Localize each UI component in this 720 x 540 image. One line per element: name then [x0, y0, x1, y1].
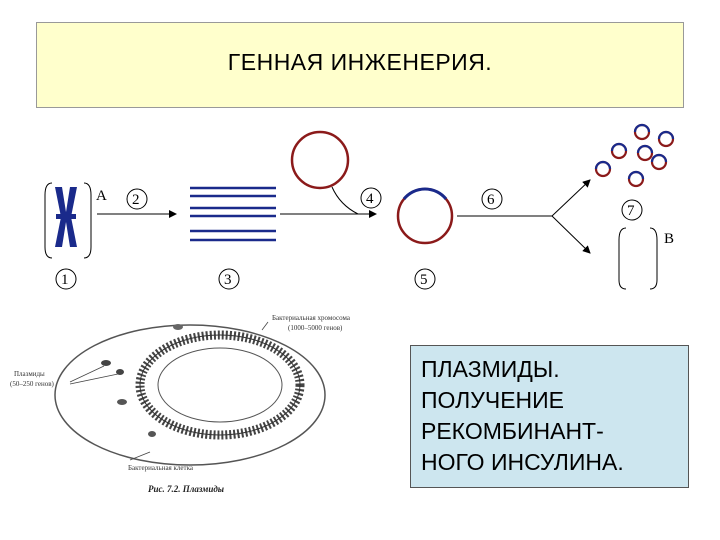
arrow-down — [551, 215, 591, 254]
plasmid-arrow — [331, 186, 359, 215]
step-2-number: 2 — [132, 192, 140, 208]
chromosome-label: Бактериальная хромосома — [272, 314, 351, 322]
step-7-number: 7 — [627, 203, 635, 219]
step-7-marker — [621, 199, 643, 221]
title-banner: ГЕННАЯ ИНЖЕНЕРИЯ. — [36, 22, 684, 108]
chromosome-genes-label: (1000–5000 генов) — [288, 324, 343, 332]
bacterial-cell-bracket — [618, 227, 658, 290]
box-line-4: НОГО ИНСУЛИНА. — [421, 449, 624, 475]
recombinant-plasmid — [396, 187, 454, 245]
step-1-marker — [55, 268, 77, 290]
plasmids-figure — [54, 321, 326, 466]
step-6-number: 6 — [487, 192, 495, 208]
page-title: ГЕННАЯ ИНЖЕНЕРИЯ. — [227, 48, 493, 75]
info-text-box: ПЛАЗМИДЫ. ПОЛУЧЕНИЕ РЕКОМБИНАНТ- НОГО ИН… — [410, 345, 689, 488]
box-line-1: ПЛАЗМИДЫ. — [421, 356, 560, 382]
box-line-2: ПОЛУЧЕНИЕ — [421, 387, 565, 413]
step-5-marker — [414, 268, 436, 290]
cell-label: Бактериальная клетка — [128, 464, 194, 472]
chromosome-cell — [44, 182, 92, 259]
step-3-marker — [218, 268, 240, 290]
dna-fragments — [190, 186, 276, 242]
step-3-number: 3 — [224, 272, 232, 288]
chromosome-x-icon — [55, 187, 77, 247]
plasmid-copies — [594, 123, 675, 188]
step-4-marker — [360, 187, 382, 209]
figure-caption: Рис. 7.2. Плазмиды — [148, 484, 224, 494]
label-b: B — [664, 231, 674, 247]
step-4-number: 4 — [366, 191, 374, 207]
step-6-marker — [481, 188, 503, 210]
plasmids-label: Плазмиды — [14, 370, 45, 378]
plasmids-genes-label: (50–250 генов) — [10, 380, 55, 388]
box-line-3: РЕКОМБИНАНТ- — [421, 418, 604, 444]
step-1-number: 1 — [61, 272, 69, 288]
plasmid-circle — [290, 130, 350, 190]
label-a: A — [96, 188, 107, 204]
arrow-up — [551, 179, 591, 217]
step-5-number: 5 — [420, 272, 428, 288]
step-2-marker — [126, 188, 148, 210]
